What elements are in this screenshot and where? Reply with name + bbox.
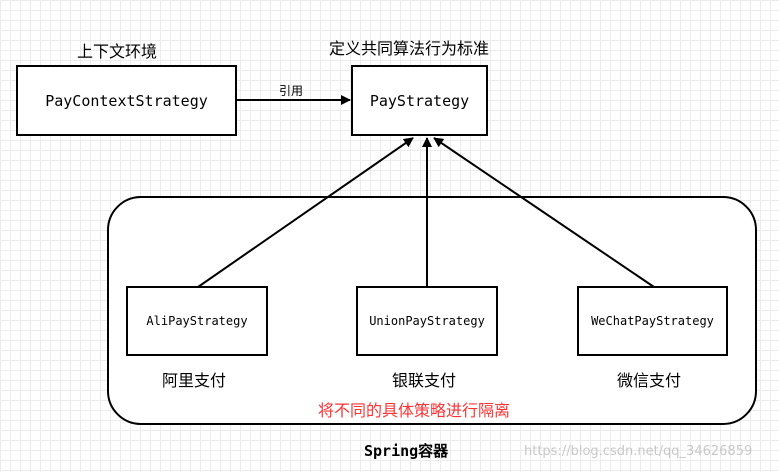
ali-pay-strategy-label: AliPayStrategy: [146, 314, 248, 328]
wechat-implements-arrow: [433, 137, 655, 288]
spring-container-label: Spring容器: [364, 442, 449, 460]
wechat-pay-strategy-box: WeChatPayStrategy: [577, 286, 728, 356]
context-title: 上下文环境: [77, 42, 158, 61]
pay-strategy-label: PayStrategy: [369, 91, 470, 110]
wechat-pay-caption: 微信支付: [617, 371, 682, 390]
wechat-pay-strategy-label: WeChatPayStrategy: [591, 314, 714, 328]
ali-pay-caption: 阿里支付: [162, 371, 227, 390]
isolation-caption: 将不同的具体策略进行隔离: [318, 401, 511, 420]
union-pay-strategy-box: UnionPayStrategy: [356, 286, 498, 356]
reference-label: 引用: [279, 84, 304, 98]
ali-implements-arrow: [197, 137, 414, 288]
union-pay-strategy-label: UnionPayStrategy: [369, 314, 485, 328]
ali-pay-strategy-box: AliPayStrategy: [126, 286, 268, 356]
watermark: https://blog.csdn.net/qq_34626859: [524, 444, 753, 459]
union-pay-caption: 银联支付: [392, 371, 457, 390]
strategy-title: 定义共同算法行为标准: [329, 39, 490, 58]
pay-context-strategy-box: PayContextStrategy: [16, 65, 237, 136]
pay-strategy-box: PayStrategy: [351, 65, 488, 136]
pay-context-strategy-label: PayContextStrategy: [45, 91, 208, 110]
